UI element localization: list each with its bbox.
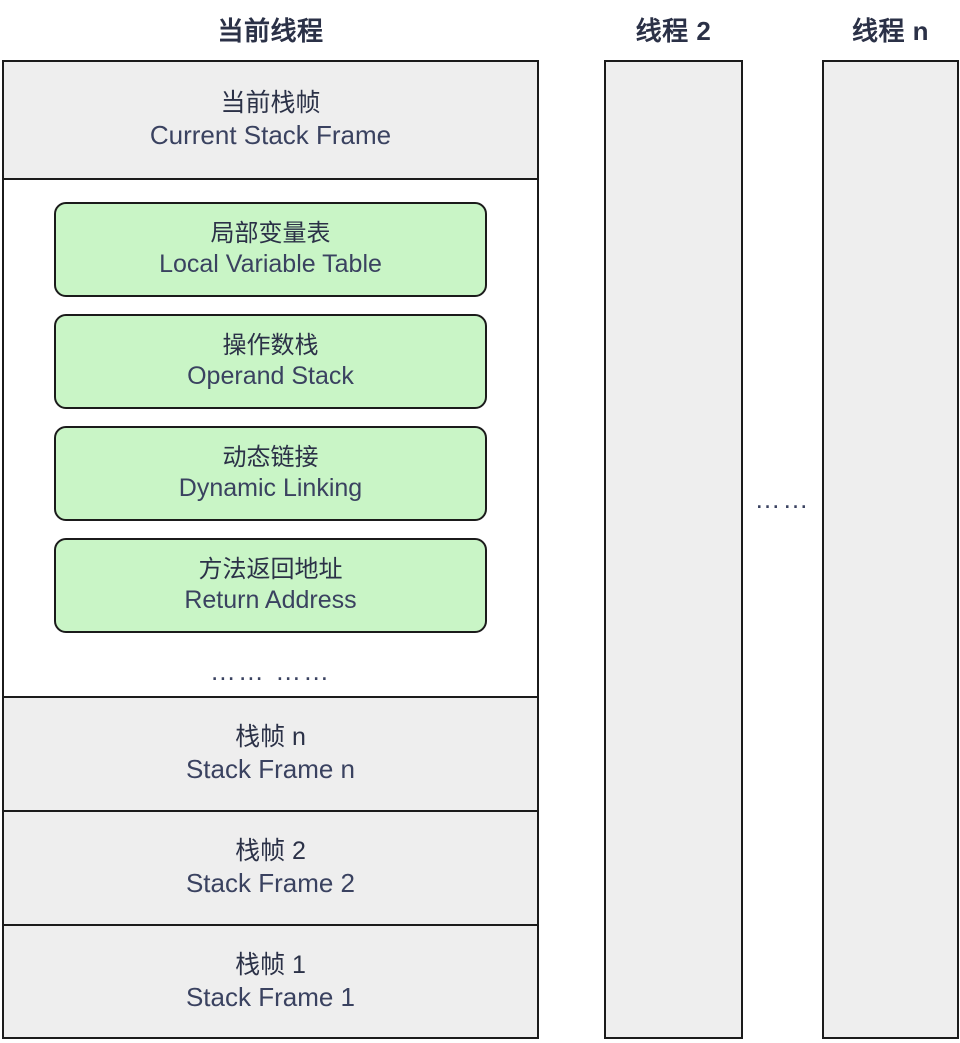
- current-thread-stack: 当前栈帧 Current Stack Frame 局部变量表 Local Var…: [2, 60, 539, 1039]
- current-thread-title: 当前线程: [217, 16, 324, 46]
- stack-frame-n-label-cn: 栈帧 n: [235, 723, 306, 752]
- stack-frame-2-label-en: Stack Frame 2: [185, 868, 356, 899]
- current-stack-frame-label-cn: 当前栈帧: [220, 89, 321, 118]
- local-variable-table-label-cn: 局部变量表: [210, 219, 331, 247]
- operand-stack-box: 操作数栈 Operand Stack: [54, 314, 487, 409]
- stack-frame-1-label-en: Stack Frame 1: [185, 981, 356, 1012]
- thread-n-stack: [822, 60, 959, 1039]
- dynamic-linking-label-en: Dynamic Linking: [178, 473, 363, 502]
- thread-2-stack: [604, 60, 743, 1039]
- current-stack-frame-label-en: Current Stack Frame: [149, 120, 392, 151]
- operand-stack-label-cn: 操作数栈: [222, 331, 319, 359]
- current-stack-frame-band: 当前栈帧 Current Stack Frame: [4, 62, 537, 180]
- thread-n-title: 线程 n: [851, 16, 930, 46]
- dynamic-linking-label-cn: 动态链接: [222, 443, 319, 471]
- dynamic-linking-box: 动态链接 Dynamic Linking: [54, 426, 487, 521]
- current-frame-detail-region: 局部变量表 Local Variable Table 操作数栈 Operand …: [4, 180, 537, 698]
- local-variable-table-box: 局部变量表 Local Variable Table: [54, 202, 487, 297]
- local-variable-table-label-en: Local Variable Table: [159, 249, 382, 278]
- operand-stack-label-en: Operand Stack: [187, 361, 354, 390]
- thread-2-title: 线程 2: [635, 16, 712, 46]
- stack-frame-1-band: 栈帧 1 Stack Frame 1: [4, 926, 537, 1037]
- stack-frame-1-label-cn: 栈帧 1: [235, 950, 306, 979]
- threads-ellipsis: ……: [754, 484, 811, 514]
- stack-frame-2-band: 栈帧 2 Stack Frame 2: [4, 812, 537, 926]
- return-address-label-en: Return Address: [184, 585, 357, 614]
- frame-detail-ellipsis: …… ……: [209, 656, 332, 686]
- stack-frame-n-band: 栈帧 n Stack Frame n: [4, 698, 537, 812]
- stack-frame-2-label-cn: 栈帧 2: [235, 837, 306, 866]
- stack-frame-n-label-en: Stack Frame n: [185, 754, 356, 785]
- return-address-box: 方法返回地址 Return Address: [54, 538, 487, 633]
- return-address-label-cn: 方法返回地址: [198, 555, 343, 583]
